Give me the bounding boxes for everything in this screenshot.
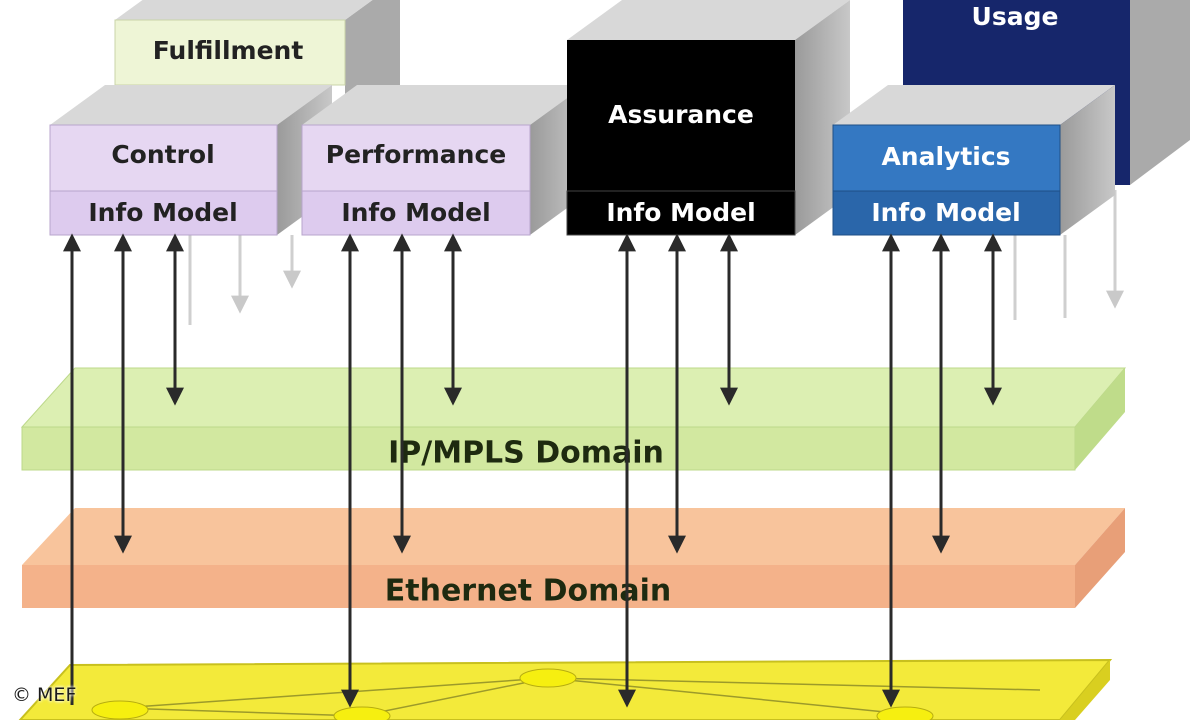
- assurance-module: Assurance Info Model: [566, 0, 850, 236]
- ip-mpls-domain-plane: IP/MPLS Domain: [20, 367, 1127, 471]
- fulfillment-faded-arrows: [188, 235, 301, 325]
- control-title: Control: [111, 140, 214, 169]
- analytics-module: Analytics Info Model: [832, 85, 1115, 236]
- analytics-info-model: Info Model: [871, 198, 1020, 227]
- optical-node: [876, 706, 934, 720]
- optical-node: [519, 668, 577, 688]
- control-module: Control Info Model: [49, 85, 332, 236]
- copyright-credit: © MEF: [12, 684, 77, 706]
- assurance-title: Assurance: [608, 100, 754, 129]
- ethernet-domain-plane: Ethernet Domain: [22, 508, 1125, 609]
- usage-faded-arrows: [1013, 190, 1124, 320]
- interface-arrows: [63, 233, 1002, 708]
- performance-title: Performance: [326, 140, 506, 169]
- analytics-title: Analytics: [881, 142, 1010, 171]
- optical-node: [333, 706, 391, 720]
- performance-module: Performance Info Model: [301, 85, 585, 236]
- optical-node: [91, 700, 149, 720]
- performance-info-model: Info Model: [341, 198, 490, 227]
- optical-domain-plane: [18, 658, 1113, 720]
- fulfillment-title: Fulfillment: [153, 36, 304, 65]
- control-info-model: Info Model: [88, 198, 237, 227]
- ip-mpls-domain-label: IP/MPLS Domain: [388, 436, 664, 471]
- assurance-info-model: Info Model: [606, 198, 755, 227]
- usage-title: Usage: [972, 2, 1059, 31]
